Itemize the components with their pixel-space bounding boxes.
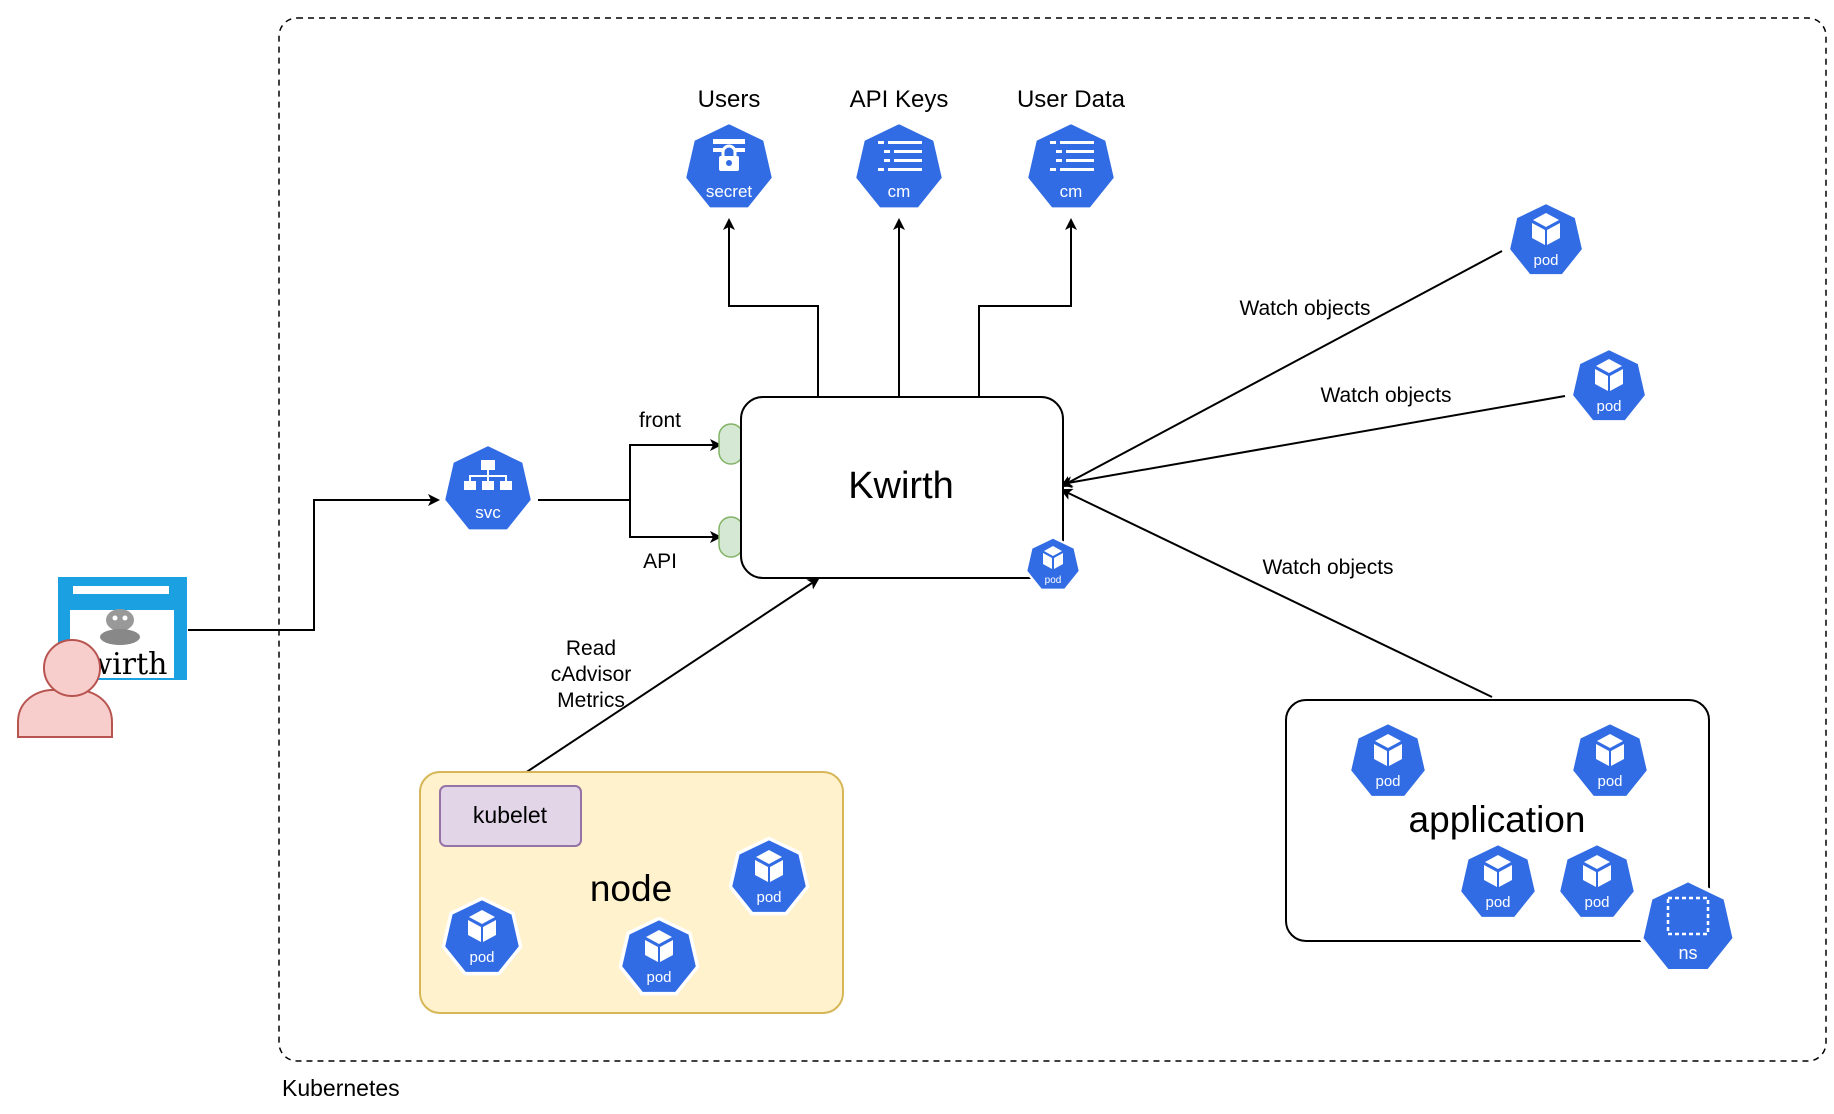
pod-label: pod bbox=[1584, 894, 1609, 911]
metrics-label-line2: cAdvisor bbox=[551, 663, 632, 686]
application-title: application bbox=[1409, 799, 1586, 840]
users-title: Users bbox=[698, 86, 761, 113]
pod-label: pod bbox=[1596, 398, 1621, 415]
metrics-label-line3: Metrics bbox=[557, 689, 625, 712]
namespace-object[interactable]: ns bbox=[1641, 880, 1734, 971]
svc-icon-label: svc bbox=[475, 503, 501, 522]
pod-label: pod bbox=[1045, 575, 1062, 586]
pod-label: pod bbox=[1375, 773, 1400, 790]
cube-icon bbox=[1484, 855, 1512, 887]
userdata-title: User Data bbox=[1017, 86, 1126, 113]
cube-icon bbox=[1596, 734, 1624, 766]
application-pod[interactable]: pod bbox=[1347, 720, 1429, 800]
application-pod[interactable]: pod bbox=[1457, 841, 1539, 921]
node-group[interactable]: kubelet node pod pod bbox=[419, 771, 844, 1014]
kwirth-pod-badge: pod bbox=[1024, 536, 1082, 592]
cube-icon bbox=[468, 910, 496, 942]
cube-icon bbox=[1043, 546, 1063, 569]
cube-icon bbox=[1532, 213, 1560, 245]
api-port[interactable] bbox=[718, 516, 744, 558]
dashed-square-icon bbox=[1666, 896, 1710, 936]
metrics-label-line1: Read bbox=[566, 637, 616, 660]
watch-connector-application bbox=[1060, 488, 1493, 698]
kwirth-logo-icon bbox=[100, 609, 140, 645]
ns-icon-label: ns bbox=[1678, 943, 1697, 963]
watch-label-top: Watch objects bbox=[1239, 297, 1370, 320]
application-pod[interactable]: pod bbox=[1569, 720, 1651, 800]
svc-service-object[interactable]: svc bbox=[441, 442, 535, 534]
watched-pod-middle[interactable]: pod bbox=[1569, 346, 1649, 424]
kwirth-title: Kwirth bbox=[848, 465, 954, 507]
front-route-label: front bbox=[639, 409, 681, 432]
watch-connector-pod-top bbox=[1060, 250, 1503, 487]
pod-label: pod bbox=[1533, 252, 1558, 269]
kubelet-label: kubelet bbox=[473, 802, 548, 828]
cube-icon bbox=[1374, 734, 1402, 766]
kwirth-to-userdata-connector bbox=[978, 218, 1077, 397]
list-icon bbox=[878, 141, 922, 171]
watched-pod-top[interactable]: pod bbox=[1506, 200, 1586, 278]
kwirth-box bbox=[740, 396, 1064, 579]
kwirth-core-component[interactable]: Kwirth pod bbox=[718, 396, 1082, 592]
lock-icon bbox=[713, 139, 745, 171]
front-port[interactable] bbox=[718, 423, 744, 465]
cm-icon-label: cm bbox=[1060, 182, 1083, 201]
cube-icon bbox=[1595, 359, 1623, 391]
svc-to-api-connector bbox=[629, 500, 722, 543]
secret-icon-label: secret bbox=[706, 182, 753, 201]
users-secret-object[interactable]: Users secret bbox=[682, 86, 776, 212]
application-pod[interactable]: pod bbox=[1556, 841, 1638, 921]
watch-connector-pod-middle bbox=[1060, 395, 1566, 489]
apikeys-configmap-object[interactable]: API Keys cm bbox=[850, 86, 949, 212]
cube-icon bbox=[755, 850, 783, 882]
network-tree-icon bbox=[464, 460, 512, 490]
cluster-label: Kubernetes bbox=[282, 1075, 400, 1101]
kubelet-component[interactable]: kubelet bbox=[439, 785, 582, 847]
browser-address-bar bbox=[73, 586, 169, 594]
watch-label-middle: Watch objects bbox=[1320, 384, 1451, 407]
userdata-configmap-object[interactable]: User Data cm bbox=[1017, 86, 1126, 212]
cm-icon-label: cm bbox=[888, 182, 911, 201]
cube-icon bbox=[645, 930, 673, 962]
kwirth-to-users-connector bbox=[723, 218, 819, 397]
pod-label: pod bbox=[1485, 894, 1510, 911]
browser-to-svc-connector bbox=[188, 494, 440, 631]
pod-label: pod bbox=[756, 889, 781, 906]
node-pod[interactable]: pod bbox=[618, 916, 700, 996]
user-icon bbox=[17, 639, 113, 738]
pod-label: pod bbox=[646, 969, 671, 986]
pod-label: pod bbox=[469, 949, 494, 966]
apikeys-title: API Keys bbox=[850, 86, 949, 113]
kubelet-to-kwirth-connector bbox=[509, 577, 820, 784]
node-title: node bbox=[590, 868, 672, 909]
svc-to-front-connector bbox=[629, 439, 722, 500]
pod-label: pod bbox=[1597, 773, 1622, 790]
list-icon bbox=[1050, 141, 1094, 171]
node-pod[interactable]: pod bbox=[441, 896, 523, 976]
node-pod[interactable]: pod bbox=[728, 836, 810, 916]
api-route-label: API bbox=[643, 550, 677, 573]
application-namespace-group[interactable]: application pod pod bbox=[1285, 699, 1735, 971]
cube-icon bbox=[1583, 855, 1611, 887]
watch-label-bottom: Watch objects bbox=[1262, 556, 1393, 579]
